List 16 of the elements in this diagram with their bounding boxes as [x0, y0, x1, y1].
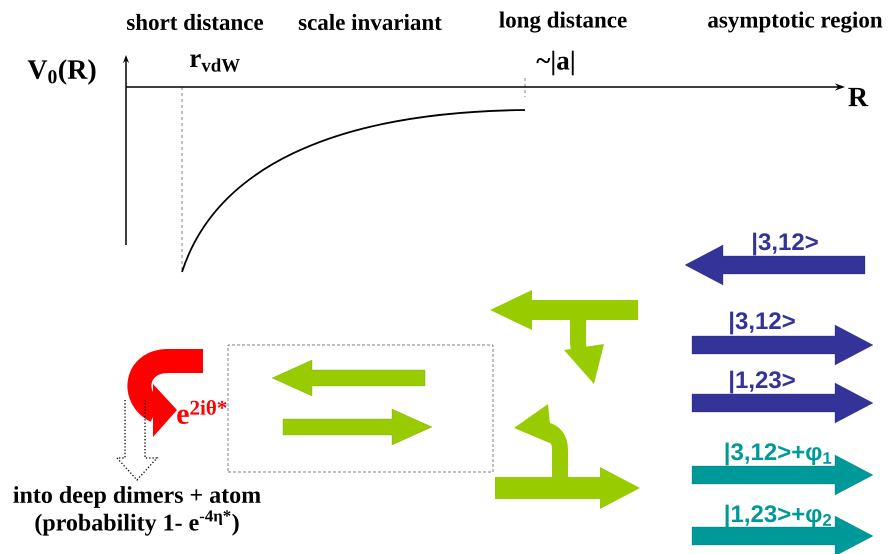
axis-label: ~|a|: [536, 50, 574, 76]
state-label: |1,23>+φ$_{2}$: [726, 504, 832, 528]
axis-label: V$_{0}$(R): [28, 59, 96, 85]
state-label: |3,12>: [753, 232, 818, 256]
state-label: |1,23>: [730, 370, 795, 394]
caption-text: into deep dimers + atom: [13, 486, 261, 508]
state-label: |3,12>+φ$_{1}$: [726, 442, 832, 466]
axis-label: R: [848, 88, 868, 106]
region-heading: long distance: [499, 11, 627, 33]
region-heading: scale invariant: [298, 14, 442, 30]
dashed-box: [228, 344, 494, 472]
caption-text: (probability 1- e$^{-4η*}$): [35, 510, 239, 536]
region-heading: short distance: [127, 14, 264, 30]
axis-label: r$_{vdW}$: [190, 54, 240, 72]
state-label: |3,12>: [730, 312, 795, 334]
region-heading: asymptotic region: [708, 11, 882, 33]
